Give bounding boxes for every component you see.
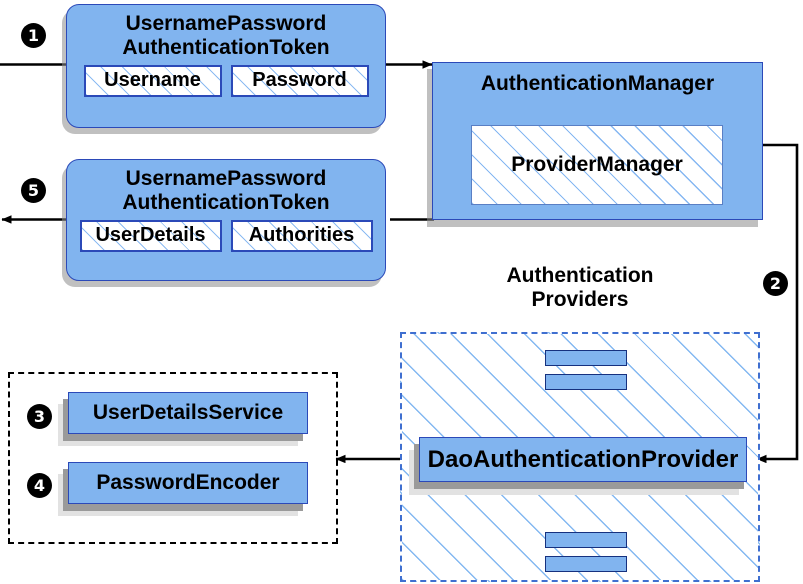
step-badge-4: 4 [27, 473, 52, 498]
abbreviated-provider-bar-bottom-2[interactable] [545, 556, 627, 572]
authentication-manager-title: AuthenticationManager [480, 72, 715, 95]
dao-authentication-provider-card[interactable]: DaoAuthenticationProvider [419, 437, 747, 482]
abbreviated-provider-bar-bottom-1[interactable] [545, 532, 627, 548]
request-token-slot-password[interactable]: Password [230, 65, 369, 98]
step-badge-1: 1 [21, 23, 46, 48]
request-token-slot-username[interactable]: Username [83, 65, 222, 98]
authentication-manager-card[interactable]: AuthenticationManager ProviderManager [432, 62, 763, 220]
request-token-slots: Username Password [67, 65, 385, 98]
step-badge-5: 5 [21, 178, 46, 203]
provider-manager-box[interactable]: ProviderManager [471, 125, 723, 205]
password-encoder-card[interactable]: PasswordEncoder [68, 462, 308, 504]
request-token-title: UsernamePassword AuthenticationToken [122, 12, 330, 59]
connector-manager-to-provider [756, 143, 799, 464]
response-token-slots: UserDetails Authorities [67, 220, 385, 253]
response-token-slot-authorities[interactable]: Authorities [230, 220, 373, 253]
user-details-service-card[interactable]: UserDetailsService [68, 392, 308, 434]
response-token-card[interactable]: UsernamePassword AuthenticationToken Use… [66, 159, 386, 281]
collaborators-group [8, 372, 338, 544]
step-badge-2: 2 [763, 271, 788, 296]
response-token-title: UsernamePassword AuthenticationToken [122, 167, 330, 214]
response-token-slot-userdetails[interactable]: UserDetails [79, 220, 222, 253]
step-badge-3: 3 [27, 404, 52, 429]
abbreviated-provider-bar-top-1[interactable] [545, 350, 627, 366]
authentication-providers-heading: Authentication Providers [506, 264, 654, 311]
request-token-card[interactable]: UsernamePassword AuthenticationToken Use… [66, 4, 386, 128]
abbreviated-provider-bar-top-2[interactable] [545, 374, 627, 390]
